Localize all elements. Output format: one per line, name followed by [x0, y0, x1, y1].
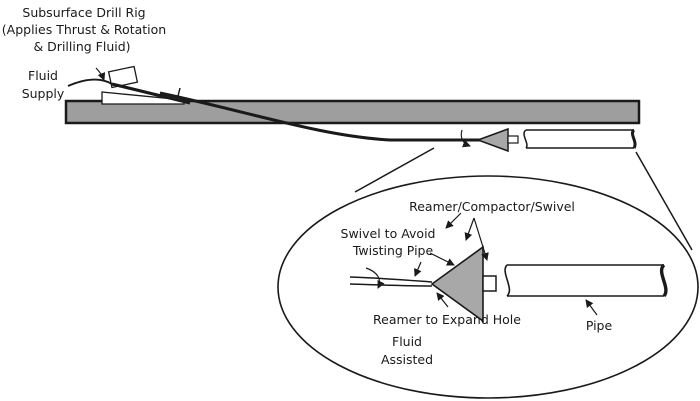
drill-string-detail — [349, 276, 433, 287]
swivel-small — [507, 135, 519, 144]
label-fluid-supply-line2: Supply — [22, 86, 65, 101]
rotation-arrow-detail — [365, 267, 385, 289]
fluid-arrow — [95, 67, 106, 81]
callout-line-left — [354, 147, 435, 193]
label-pipe: Pipe — [586, 318, 613, 333]
fluid-supply-hose — [67, 78, 113, 87]
pipe-small — [523, 128, 637, 149]
rotation-arrow-main — [460, 129, 471, 148]
label-fluid-assisted-line2: Assisted — [381, 352, 433, 367]
label-fluid-supply-line1: Fluid — [28, 68, 58, 83]
ground-surface — [64, 99, 641, 125]
label-rig-line1: Subsurface Drill Rig — [22, 5, 145, 20]
swivel-detail — [482, 275, 497, 292]
drill-rig — [101, 65, 191, 105]
label-rig-line2: (Applies Thrust & Rotation — [2, 22, 166, 37]
pipe-detail — [504, 263, 668, 298]
label-swivel-line1: Swivel to Avoid — [341, 226, 436, 241]
callout-line-right — [635, 151, 693, 251]
drill-string — [159, 91, 480, 142]
label-rig-line3: & Drilling Fluid) — [33, 39, 130, 54]
annotation-arrows — [414, 212, 598, 316]
label-fluid-assisted-line1: Fluid — [392, 334, 422, 349]
label-reamer-expand: Reamer to Expand Hole — [373, 312, 521, 327]
rig-ramp — [101, 91, 185, 105]
label-swivel-line2: Twisting Pipe — [352, 243, 434, 258]
rig-cab — [107, 65, 139, 89]
label-reamer-compactor-swivel: Reamer/Compactor/Swivel — [409, 199, 575, 214]
reamer-small — [475, 127, 509, 153]
